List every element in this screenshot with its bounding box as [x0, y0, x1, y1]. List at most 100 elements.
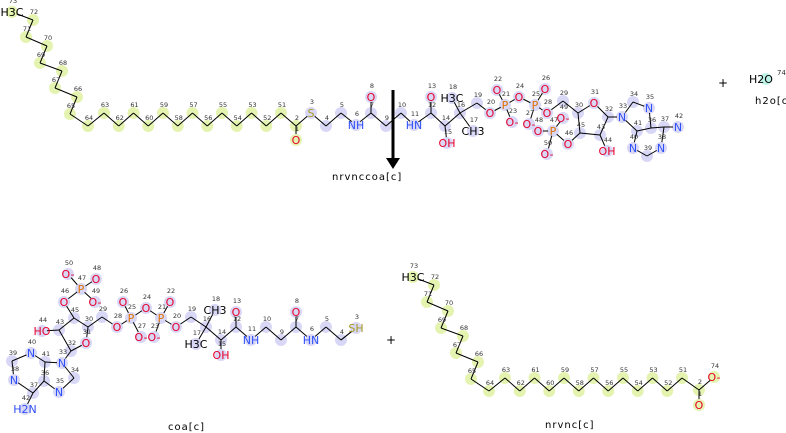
coa-atom-6-element: HN: [303, 334, 320, 347]
coa-atom-bg: [291, 306, 301, 317]
nrvnccoa-atom-38-element: N: [657, 142, 665, 155]
coa-atom-bg: [112, 321, 122, 332]
coa-atom-bg: [59, 296, 69, 307]
coa-atom-38-number: 38: [11, 365, 19, 373]
nrvnccoa-atom-3-number: 3: [310, 98, 314, 106]
nrvnc-atom-2-number: 2: [698, 378, 702, 386]
coa-atom-45-number: 45: [71, 306, 79, 314]
nrvnccoa-atom-49-number: 49: [560, 103, 568, 111]
coa-atom-bg: [231, 306, 241, 317]
nrvnc-atom-bg: [408, 271, 418, 282]
h2o-formula: H2O: [749, 73, 773, 86]
coa-atom-22-number: 22: [167, 287, 175, 295]
coa-atom-33-element: N: [58, 357, 66, 370]
nrvnccoa-atom-1-number: 1: [295, 125, 299, 133]
nrvnccoa-bond: [236, 112, 252, 127]
coa-atom-46-element: O: [60, 296, 69, 309]
nrvnccoa-bond: [25, 36, 48, 47]
nrvnccoa-atom-43-number: 43: [597, 123, 605, 131]
nrvnccoa-atom-31-element: O: [590, 97, 599, 110]
nrvnccoa-bond: [650, 126, 665, 129]
nrvnccoa-atom-bg: [542, 107, 552, 118]
nrvnccoa-atom-34-number: 34: [630, 90, 638, 98]
coa-atom-27-element: O-: [135, 331, 148, 344]
coa-atom-bg: [20, 403, 30, 414]
nrvnccoa-atom-bg: [602, 145, 612, 156]
nrvnccoa-atom-48-element: O: [534, 125, 543, 138]
coa-atom-bg: [9, 374, 19, 385]
nrvnc-bond: [563, 377, 580, 392]
nrvnc-bond: [534, 377, 550, 392]
nrvnccoa-atom-bg: [514, 91, 524, 102]
coa-atom-33-number: 33: [59, 348, 67, 356]
plus-sign-top: +: [718, 76, 729, 90]
coa-atom-28-element: O: [113, 321, 122, 334]
coa-atom-5-number: 5: [325, 315, 329, 323]
nrvnccoa-atom-73-element: H3C: [1, 6, 24, 19]
coa-bond: [58, 329, 72, 352]
coa-atom-26-element: O: [119, 296, 128, 309]
nrvnccoa-atom-67-number: 67: [52, 76, 60, 84]
nrvnccoa-atom-1-element: O: [292, 134, 301, 147]
coa-atom-49-number: 49: [92, 287, 100, 295]
coa-atom-bg: [191, 338, 201, 349]
nrvnccoa-bond: [206, 112, 223, 127]
nrvnccoa-atom-12-number: 12: [428, 101, 436, 109]
nrvnc-atom-55-number: 55: [620, 366, 628, 374]
coa-atom-11-element: NH: [243, 334, 260, 347]
nrvnccoa-bond: [147, 112, 164, 127]
coa-atom-13-element: O: [232, 306, 241, 319]
coa-bond: [87, 316, 103, 328]
coa-bond: [32, 380, 45, 394]
nrvnc-atom-73-element: H3C: [402, 271, 425, 284]
coa-atom-bg: [126, 312, 136, 323]
nrvnccoa-atom-29-number: 29: [560, 89, 568, 97]
nrvnc-bond: [578, 377, 594, 392]
nrvnc-atom-bg: [694, 399, 704, 410]
nrvnc-atom-52-number: 52: [664, 379, 672, 387]
nrvnccoa-atom-45-number: 45: [577, 121, 585, 129]
nrvnccoa-atom-bg: [673, 121, 683, 132]
nrvnccoa-atom-18-element: H3C: [441, 92, 464, 105]
nrvnccoa-bond: [133, 112, 149, 127]
nrvnccoa-bond: [636, 127, 652, 132]
nrvnc-atom-69-number: 69: [438, 316, 446, 324]
nrvnccoa-atom-bg: [351, 119, 361, 130]
coa-atom-44-element: HO: [34, 325, 51, 338]
coa-atom-42-element: H2N: [13, 403, 37, 416]
nrvnccoa-atom-25-number: 25: [532, 90, 540, 98]
nrvnc-atom-73-number: 73: [410, 262, 418, 270]
nrvnccoa-atom-47-element: P: [550, 125, 557, 138]
nrvnccoa-atom-5-number: 5: [340, 101, 344, 109]
nrvnccoa-bond: [69, 96, 78, 115]
coa-atom-39-number: 39: [9, 349, 17, 357]
coa-atom-bg: [210, 304, 220, 315]
coa-atom-40-element: N: [27, 347, 35, 360]
coa-atom-44-number: 44: [39, 316, 47, 324]
nrvnccoa-atom-68-number: 68: [59, 59, 67, 67]
nrvnc-atom-53-number: 53: [649, 366, 657, 374]
nrvnccoa-atom-59-number: 59: [160, 101, 168, 109]
nrvnccoa-atom-15-element: OH: [439, 137, 456, 150]
coa-atom-48-element: O: [92, 273, 101, 286]
coa-atom-24-number: 24: [143, 293, 151, 301]
nrvnc-bond: [504, 377, 521, 392]
nrvnccoa-atom-bg: [447, 92, 457, 103]
nrvnccoa-bond: [562, 100, 579, 114]
nrvnc-atom-74-number: 74: [711, 362, 719, 370]
nrvnccoa-atom-54-number: 54: [234, 114, 242, 122]
nrvnccoa-atom-16-number: 16: [457, 101, 465, 109]
coa-atom-18-number: 18: [212, 295, 220, 303]
nrvnccoa-atom-bg: [366, 91, 376, 102]
coa-atom-43-number: 43: [56, 318, 64, 326]
nrvnc-bond: [519, 377, 535, 392]
coa-atom-12-number: 12: [233, 315, 241, 323]
nrvnccoa-atom-bg: [540, 83, 550, 94]
nrvnccoa-atom-20-element: O: [486, 107, 495, 120]
coa-atom-10-number: 10: [263, 315, 271, 323]
nrvnccoa-atom-13-element: O: [427, 91, 436, 104]
coa-bond: [220, 326, 237, 341]
coa-atom-bg: [37, 325, 47, 336]
coa-atom-41-number: 41: [42, 350, 50, 358]
coa-atom-bg: [149, 331, 159, 342]
